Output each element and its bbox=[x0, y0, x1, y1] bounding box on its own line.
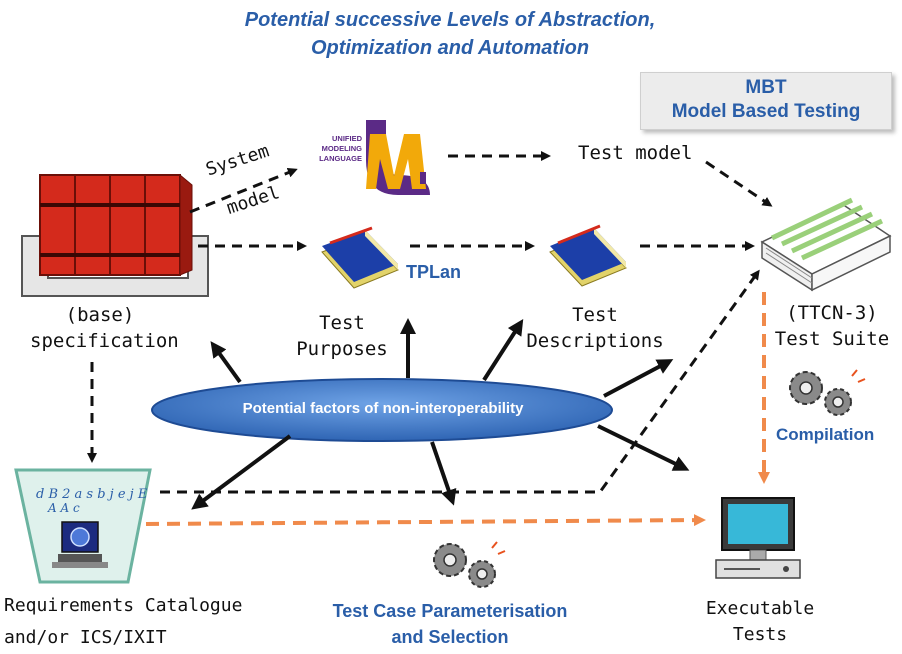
arrow-test-model-to-suite bbox=[705, 160, 773, 207]
svg-text:d B 2 a s b j e j E: d B 2 a s b j e j E bbox=[36, 487, 148, 502]
test-suite-stack-icon bbox=[760, 197, 892, 292]
parameterisation-line-1: Test Case Parameterisation bbox=[332, 601, 568, 621]
base-spec-line-2: specification bbox=[30, 330, 179, 352]
interoperability-ellipse bbox=[151, 378, 613, 442]
compilation-label: Compilation bbox=[776, 425, 875, 444]
arrow-requirements-to-suite bbox=[160, 269, 760, 494]
mbt-label: MBT Model Based Testing bbox=[640, 76, 892, 124]
title-line-1: Potential successive Levels of Abstracti… bbox=[244, 9, 656, 31]
requirements-catalogue-label: Requirements Catalogue and/or ICS/IXIT bbox=[4, 590, 242, 654]
compilation-gears-icon bbox=[789, 369, 866, 416]
requirements-catalogue-icon: d B 2 a s b j e j E A A c bbox=[14, 468, 152, 584]
test-descriptions-label: Test Descriptions bbox=[520, 302, 670, 354]
base-spec-line-1: (base) bbox=[65, 304, 135, 326]
executable-tests-computer-icon bbox=[715, 497, 801, 579]
test-descriptions-line-1: Test bbox=[572, 304, 618, 326]
req-catalogue-line-2: and/or ICS/IXIT bbox=[4, 627, 167, 648]
parameterisation-label: Test Case Parameterisation and Selection bbox=[300, 598, 600, 650]
uml-logo-line-3: LANGUAGE bbox=[319, 154, 362, 163]
test-purposes-line-1: Test bbox=[319, 312, 365, 334]
test-model-label: Test model bbox=[578, 142, 693, 164]
uml-logo-line-2: MODELING bbox=[321, 144, 362, 153]
parameterisation-gears-icon bbox=[433, 541, 506, 588]
test-suite-label: (TTCN-3) Test Suite bbox=[762, 300, 902, 352]
svg-text:A A c: A A c bbox=[47, 501, 80, 515]
parameterisation-line-2: and Selection bbox=[391, 627, 509, 647]
title-line-2: Optimization and Automation bbox=[310, 37, 590, 59]
executable-tests-label: Executable Tests bbox=[680, 596, 840, 648]
uml-logo-text: UNIFIED MODELING LANGUAGE bbox=[306, 134, 362, 164]
mbt-box bbox=[640, 72, 892, 130]
tplan-label: TPLan bbox=[406, 262, 462, 282]
test-descriptions-book-icon bbox=[549, 224, 627, 287]
executable-line-1: Executable bbox=[705, 598, 815, 619]
interop-factors-label: Potential factors of non-interoperabilit… bbox=[242, 400, 524, 417]
test-purposes-label: Test Purposes bbox=[272, 310, 412, 362]
mbt-line-1: MBT bbox=[745, 77, 787, 98]
test-suite-line-1: (TTCN-3) bbox=[786, 302, 878, 324]
uml-logo-line-1: UNIFIED bbox=[332, 134, 362, 143]
uml-logo-icon bbox=[366, 120, 430, 195]
base-specification-icon bbox=[21, 173, 209, 297]
test-purposes-book-icon bbox=[321, 226, 399, 289]
executable-line-2: Tests bbox=[732, 624, 788, 645]
dashed-connectors bbox=[87, 151, 773, 494]
test-purposes-line-2: Purposes bbox=[296, 338, 388, 360]
base-specification-label: (base) specification bbox=[30, 302, 179, 354]
mbt-line-2: Model Based Testing bbox=[671, 101, 861, 122]
arrow-spec-to-uml bbox=[189, 167, 298, 214]
test-descriptions-line-2: Descriptions bbox=[526, 330, 664, 352]
arrow-requirements-to-executable bbox=[145, 514, 706, 527]
orange-connectors bbox=[145, 292, 770, 527]
test-suite-line-2: Test Suite bbox=[774, 328, 890, 350]
diagram-title: Potential successive Levels of Abstracti… bbox=[170, 6, 730, 62]
factor-arrows bbox=[191, 318, 690, 510]
req-catalogue-line-1: Requirements Catalogue bbox=[4, 595, 243, 616]
